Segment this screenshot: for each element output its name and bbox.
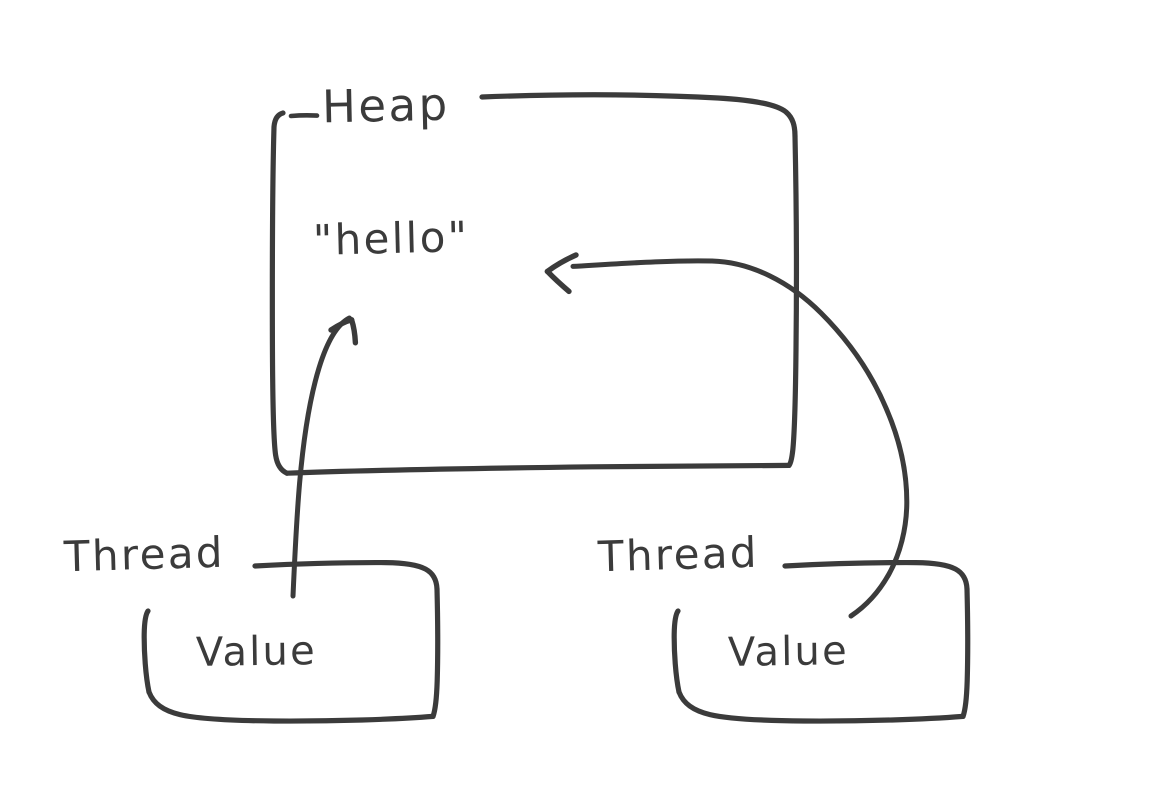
- heap-box-left-edge: [269, 110, 290, 476]
- heap-box-top-edge: [479, 92, 798, 139]
- heap-box-right-edge: [786, 133, 800, 468]
- thread-label-left: Thread: [63, 527, 226, 582]
- right-thread-box-top-edge: [782, 559, 970, 592]
- thread-value-left: Value: [195, 628, 318, 676]
- left-thread-box-left-edge: [141, 608, 152, 695]
- arrow-left-shaft: [290, 315, 352, 599]
- left-thread-box-bottom-edge: [146, 689, 436, 724]
- right-thread-box-bottom-edge: [676, 689, 966, 724]
- arrow-right-head-lower: [544, 268, 572, 295]
- thread-label-right: Thread: [597, 527, 760, 582]
- heap-string-literal-hello: "hello": [312, 212, 470, 265]
- heap-box-bottom-edge: [284, 462, 792, 476]
- right-thread-box-right-edge: [960, 586, 971, 719]
- heap-box-top-stub: [288, 112, 320, 119]
- left-thread-box-top-edge: [252, 559, 440, 592]
- arrow-right-shaft: [570, 258, 910, 619]
- arrow-left-head-lower: [348, 317, 359, 346]
- right-thread-box-left-edge: [671, 608, 682, 695]
- arrow-left-head-upper: [328, 317, 355, 333]
- thread-value-right: Value: [727, 628, 850, 676]
- arrow-right-head-upper: [544, 252, 579, 275]
- left-thread-box-right-edge: [430, 586, 441, 719]
- heap-label: Heap: [321, 77, 451, 134]
